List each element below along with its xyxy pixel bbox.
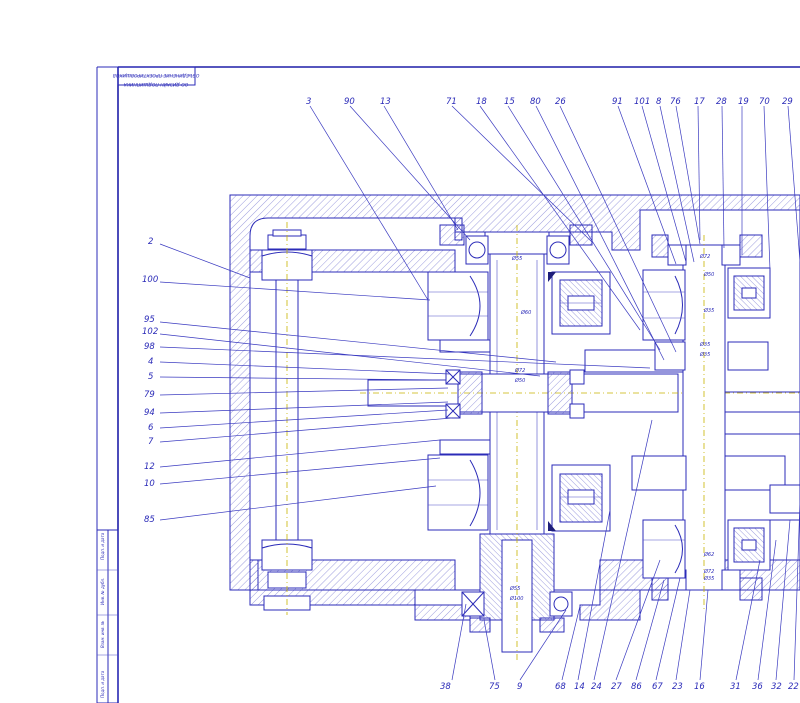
label-top-13: 28 (716, 97, 727, 107)
gear-upper-left (427, 271, 491, 353)
label-left-4: 98 (144, 342, 155, 352)
label-top-5: 15 (504, 97, 515, 107)
label-top-4: 18 (476, 97, 487, 107)
dim-0: Ø55 (511, 255, 522, 262)
label-bottom-0: 38 (440, 682, 451, 692)
label-left-3: 102 (142, 327, 158, 337)
side-cell-3: Подп. и дата (100, 670, 105, 698)
label-bottom-2: 9 (517, 682, 522, 692)
label-left-6: 5 (148, 372, 153, 382)
dim-4: Ø72 (699, 253, 710, 260)
dim-5: Ø50 (703, 271, 714, 278)
label-bottom-14: 22 (788, 682, 799, 692)
label-left-10: 7 (148, 437, 154, 447)
label-left-7: 79 (144, 390, 155, 400)
label-top-9: 101 (634, 97, 650, 107)
dim-10: Ø100 (509, 595, 523, 602)
label-left-13: 85 (144, 515, 155, 525)
label-left-9: 6 (148, 423, 154, 433)
side-cell-0: Подп. и дата (100, 532, 105, 560)
label-top-14: 19 (738, 97, 749, 107)
label-top-12: 17 (694, 97, 705, 107)
label-top-7: 26 (555, 97, 566, 107)
dim-6: Ø35 (703, 307, 714, 314)
label-bottom-4: 14 (574, 682, 585, 692)
label-top-0: 3 (306, 97, 311, 107)
labels-bottom: 38 75 9 68 14 24 27 86 67 23 16 31 36 32… (440, 682, 799, 692)
gear-upper-right (642, 267, 771, 371)
label-left-5: 4 (148, 357, 153, 367)
dim-13: Ø62 (703, 551, 714, 558)
dim-3: Ø50 (514, 377, 525, 384)
label-bottom-1: 75 (489, 682, 500, 692)
label-left-11: 12 (144, 462, 155, 472)
label-left-2: 95 (144, 315, 155, 325)
label-bottom-3: 68 (555, 682, 566, 692)
label-left-8: 94 (144, 408, 155, 418)
label-bottom-5: 24 (591, 682, 602, 692)
label-top-11: 76 (670, 97, 681, 107)
label-bottom-10: 16 (694, 682, 705, 692)
tie-rod (261, 222, 313, 615)
dimension-callouts: Ø55 Ø60 Ø72 Ø50 Ø72 Ø50 Ø35 Ø35 Ø35 Ø55 … (509, 253, 714, 602)
label-bottom-6: 27 (611, 682, 622, 692)
label-bottom-8: 67 (652, 682, 663, 692)
label-top-6: 80 (530, 97, 541, 107)
dim-11: Ø72 (703, 568, 714, 575)
dim-9: Ø55 (509, 585, 520, 592)
label-top-1: 90 (344, 97, 355, 107)
shaft-bearings (445, 369, 585, 419)
leaders-bottom (451, 419, 800, 681)
dim-1: Ø60 (520, 309, 531, 316)
label-bottom-12: 36 (752, 682, 763, 692)
bearing-bottom (461, 591, 573, 633)
side-cell-1: Инв. № дубл. (100, 578, 105, 605)
labels-left: 2 100 95 102 98 4 5 79 94 6 7 12 10 85 (142, 237, 158, 525)
label-top-15: 70 (759, 97, 770, 107)
label-bottom-13: 32 (771, 682, 782, 692)
dim-12: Ø35 (703, 575, 714, 582)
label-bottom-11: 31 (730, 682, 741, 692)
label-left-0: 2 (148, 237, 153, 247)
leaders-top (309, 105, 800, 361)
clutch-upper (548, 271, 611, 335)
stamp-line2: ОО ДИЗАЙН ПОДШИПНИКА (124, 81, 189, 88)
dim-8: Ø35 (699, 351, 710, 358)
label-bottom-9: 23 (672, 682, 683, 692)
side-cells: Подп. и дата Инв. № дубл. Взам. инв. № П… (96, 529, 119, 703)
gear-lower-right (631, 455, 800, 579)
side-cell-2: Взам. инв. № (100, 621, 105, 648)
labels-top: 3 90 13 71 18 15 80 26 91 101 8 76 17 28… (306, 97, 793, 107)
gear-lower-left (427, 439, 491, 531)
label-top-16: 29 (782, 97, 793, 107)
stamp-line1: ОБЪЕДИНЕНИЕ ПРОЕКТИРОВЩИКОВ (113, 72, 200, 78)
label-top-10: 8 (656, 97, 662, 107)
dim-2: Ø72 (514, 367, 525, 374)
output-shaft (651, 234, 763, 610)
label-left-1: 100 (142, 275, 158, 285)
label-bottom-7: 86 (631, 682, 642, 692)
clutch-lower (548, 464, 611, 532)
input-shaft (479, 225, 555, 660)
dim-7: Ø35 (699, 341, 710, 348)
label-top-8: 91 (612, 97, 623, 107)
label-top-3: 71 (446, 97, 457, 107)
leaders-left (159, 243, 651, 521)
title-stamp: ОБЪЕДИНЕНИЕ ПРОЕКТИРОВЩИКОВ ОО ДИЗАЙН ПО… (113, 66, 200, 88)
label-top-2: 13 (380, 97, 391, 107)
label-left-12: 10 (144, 479, 155, 489)
